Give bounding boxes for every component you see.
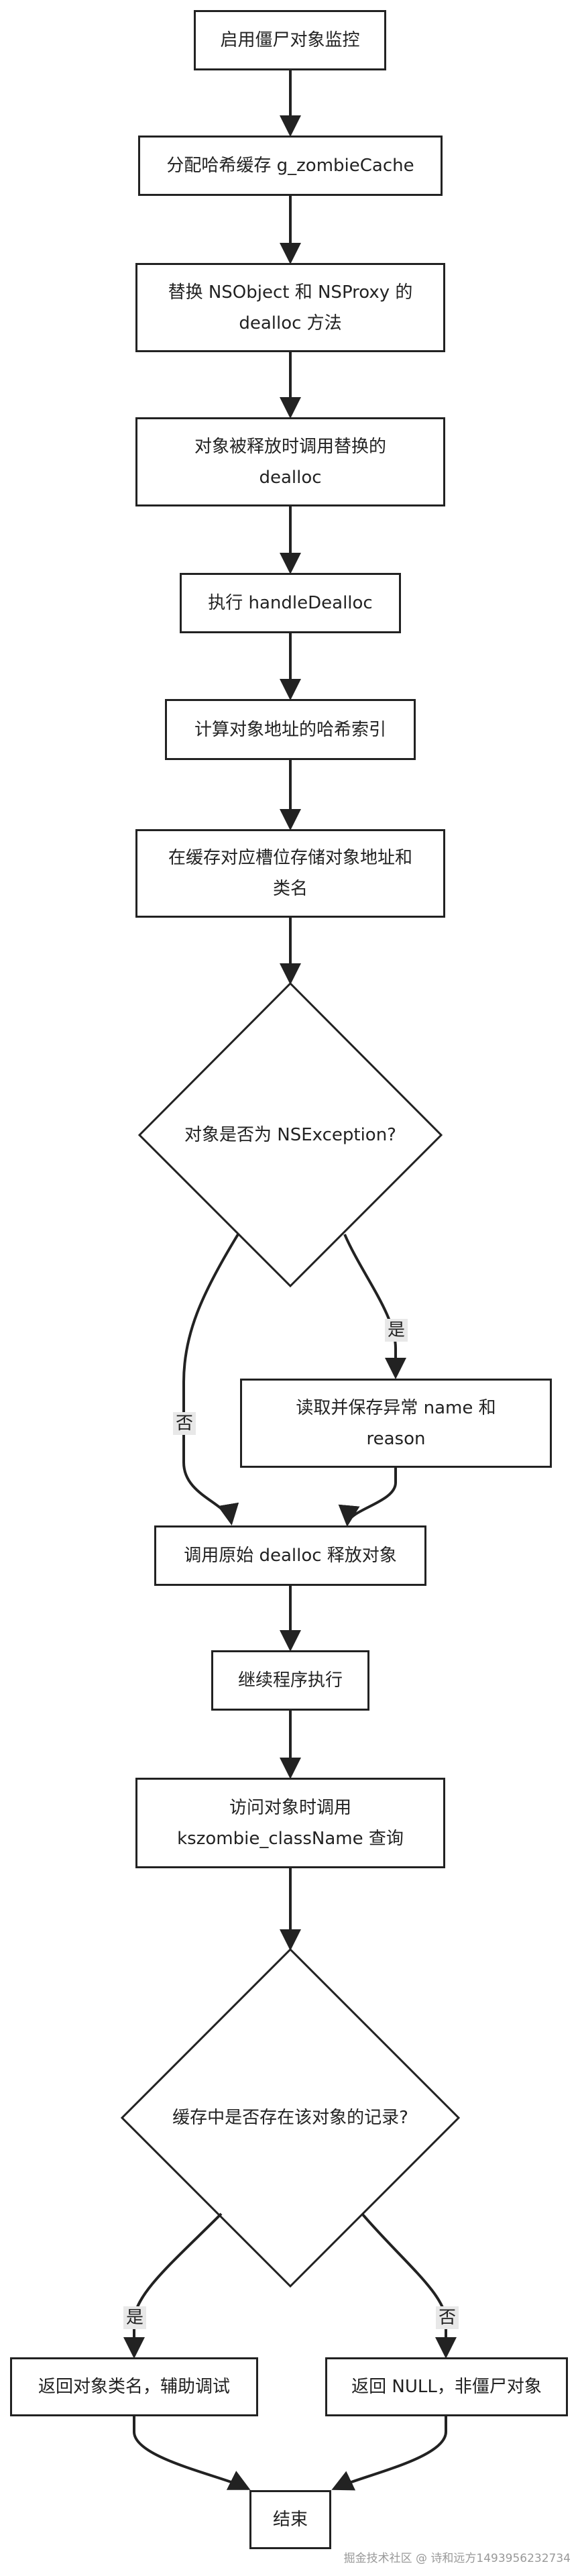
node-end: 结束 — [249, 2490, 331, 2549]
footer-watermark: 掘金技术社区 @ 诗和远方1493956232734 — [343, 2552, 571, 2565]
edge-d1-yes — [343, 1234, 406, 1379]
node-store-address-classname: 在缓存对应槽位存储对象地址和 类名 — [135, 829, 445, 918]
decision-text: 缓存中是否存在该对象的记录? — [172, 2108, 408, 2128]
node-compute-hash-index: 计算对象地址的哈希索引 — [165, 699, 416, 760]
node-text: 调用原始 dealloc 释放对象 — [184, 1546, 397, 1566]
edge-n8-n9 — [338, 1468, 397, 1527]
edge-d1-no — [182, 1233, 239, 1525]
node-text: 启用僵尸对象监控 — [220, 30, 360, 50]
edge-n13-n14 — [331, 2416, 447, 2491]
node-text: 继续程序执行 — [237, 1670, 343, 1690]
node-text-line-1: 读取并保存异常 name 和 — [296, 1397, 496, 1418]
node-alloc-hash-cache: 分配哈希缓存 g_zombieCache — [138, 136, 443, 196]
node-text: 分配哈希缓存 g_zombieCache — [166, 156, 414, 176]
node-text-line-1: 访问对象时调用 — [229, 1797, 351, 1818]
node-return-classname: 返回对象类名，辅助调试 — [10, 2357, 258, 2416]
node-continue-execution: 继续程序执行 — [211, 1650, 369, 1711]
node-text: 计算对象地址的哈希索引 — [194, 719, 386, 740]
node-text-line-1: 替换 NSObject 和 NSProxy 的 — [168, 282, 413, 303]
edge-label-d2-yes: 是 — [123, 2306, 147, 2329]
node-text: 返回对象类名，辅助调试 — [38, 2377, 230, 2397]
decision-cache-record: 缓存中是否存在该对象的记录? — [122, 2098, 459, 2138]
decision-shape-cache-record — [120, 1947, 461, 2288]
decision-nsexception: 对象是否为 NSException? — [139, 1115, 441, 1155]
node-handle-dealloc: 执行 handleDealloc — [180, 573, 401, 633]
decision-shape-nsexception — [137, 981, 443, 1288]
edge-label-d1-yes: 是 — [385, 1319, 408, 1342]
decision-text: 对象是否为 NSException? — [184, 1125, 396, 1145]
edge-d2-no — [361, 2212, 457, 2359]
node-call-swizzled-dealloc: 对象被释放时调用替换的 dealloc — [135, 417, 445, 506]
node-text: 返回 NULL，非僵尸对象 — [351, 2377, 542, 2397]
node-return-null: 返回 NULL，非僵尸对象 — [325, 2357, 568, 2416]
node-text-line-2: dealloc — [259, 467, 322, 488]
node-text-line-2: reason — [366, 1428, 426, 1449]
node-enable-zombie-monitor: 启用僵尸对象监控 — [194, 10, 386, 70]
node-text: 结束 — [272, 2510, 308, 2530]
node-text-line-2: kszombie_className 查询 — [177, 1828, 404, 1849]
node-call-original-dealloc: 调用原始 dealloc 释放对象 — [154, 1525, 426, 1586]
node-swizzle-dealloc: 替换 NSObject 和 NSProxy 的 dealloc 方法 — [135, 263, 445, 352]
node-save-exception-info: 读取并保存异常 name 和 reason — [240, 1379, 552, 1468]
node-text-line-1: 在缓存对应槽位存储对象地址和 — [168, 848, 412, 868]
node-query-classname: 访问对象时调用 kszombie_className 查询 — [135, 1778, 445, 1868]
edge-label-d2-no: 否 — [436, 2306, 459, 2329]
edge-n12-n14 — [133, 2416, 251, 2490]
node-text-line-2: 类名 — [272, 879, 308, 899]
node-text-line-2: dealloc 方法 — [239, 313, 342, 333]
node-text: 执行 handleDealloc — [208, 593, 373, 613]
edge-label-d1-no: 否 — [173, 1412, 196, 1435]
edge-d2-yes — [123, 2212, 223, 2359]
node-text-line-1: 对象被释放时调用替换的 — [194, 436, 386, 457]
